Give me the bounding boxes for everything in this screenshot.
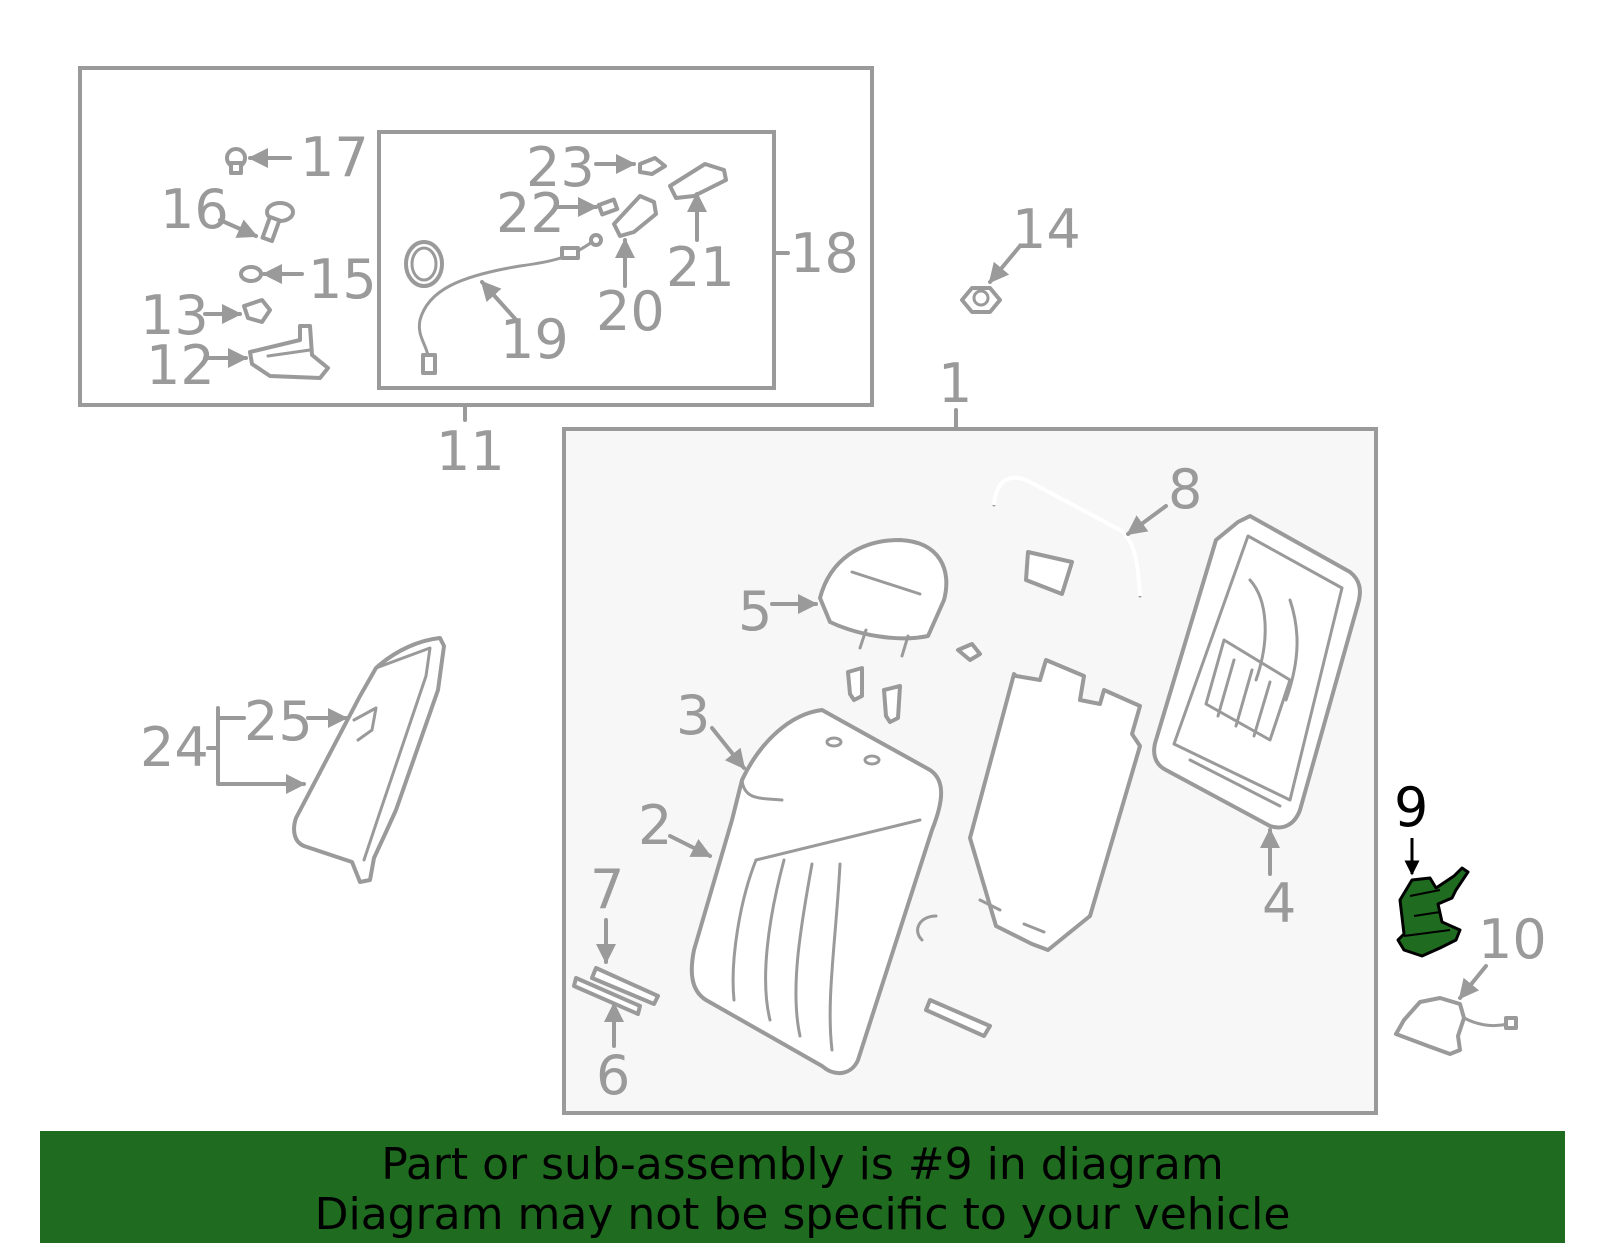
part-5-headrest	[770, 538, 982, 724]
callout-18: 18	[790, 222, 859, 285]
part-9-hinge-highlighted	[1396, 838, 1470, 958]
callout-6: 6	[596, 1044, 630, 1107]
info-banner: Part or sub-assembly is #9 in diagram Di…	[40, 1131, 1565, 1243]
part-4-frame	[1152, 514, 1362, 876]
part-10-latch	[1394, 964, 1518, 1056]
callout-24: 24	[140, 716, 209, 779]
callout-22: 22	[496, 182, 565, 245]
part-6-7-trim	[572, 918, 660, 1048]
callout-12: 12	[146, 334, 215, 397]
callout-17: 17	[300, 126, 369, 189]
callout-7: 7	[590, 858, 624, 921]
part-2-3-seatback	[668, 708, 944, 1076]
part-20-handle	[612, 194, 658, 288]
callout-19: 19	[500, 308, 569, 371]
seat-pad	[968, 658, 1142, 952]
callout-3: 3	[676, 684, 710, 747]
callout-15: 15	[308, 248, 377, 311]
part-17-bolt	[225, 147, 292, 175]
banner-line-1: Part or sub-assembly is #9 in diagram	[381, 1139, 1224, 1190]
part-12-bracket	[203, 324, 330, 380]
callout-16: 16	[160, 178, 229, 241]
callout-8: 8	[1168, 458, 1202, 521]
callout-21: 21	[666, 236, 735, 299]
callout-25: 25	[244, 690, 313, 753]
part-8-rod	[992, 475, 1168, 598]
part-23-clip	[594, 154, 667, 176]
part-14-nut	[960, 244, 1022, 314]
part-22-pin	[554, 197, 620, 217]
callout-14: 14	[1012, 198, 1081, 261]
part-21-lever	[668, 162, 728, 242]
callout-5: 5	[738, 580, 772, 643]
callout-9: 9	[1394, 776, 1428, 839]
banner-line-2: Diagram may not be specific to your vehi…	[314, 1189, 1291, 1240]
part-13-clip	[203, 298, 272, 324]
part-24-25-side-trim	[206, 636, 446, 884]
part-19-cable	[404, 233, 603, 375]
callout-13: 13	[140, 284, 209, 347]
part-16-screw	[218, 201, 295, 244]
callout-2: 2	[638, 794, 672, 857]
callout-4: 4	[1262, 872, 1296, 935]
callout-1: 1	[938, 352, 972, 415]
callout-11: 11	[436, 420, 505, 483]
callout-20: 20	[596, 280, 665, 343]
callout-10: 10	[1478, 908, 1547, 971]
callout-23: 23	[526, 136, 595, 199]
part-15-washer	[239, 264, 304, 284]
